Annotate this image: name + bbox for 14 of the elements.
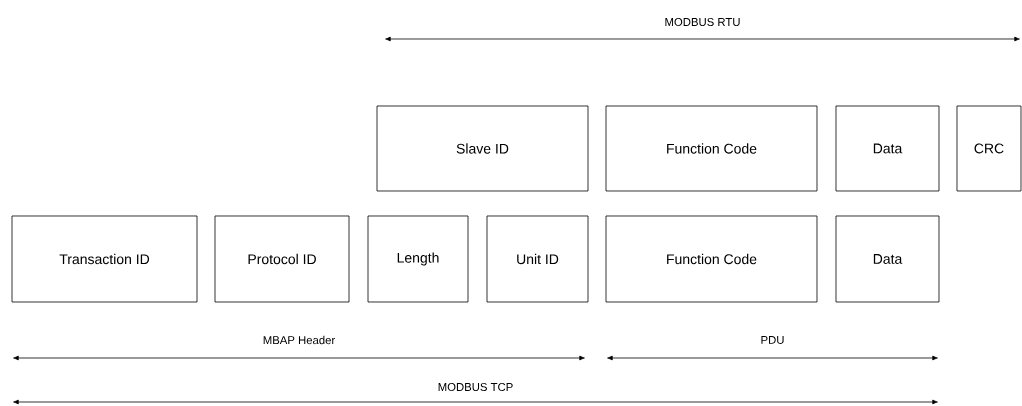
dimension-label: MODBUS RTU — [665, 18, 740, 26]
field-box: Protocol ID — [214, 215, 350, 303]
field-box: Length — [367, 215, 469, 303]
field-box: Data — [835, 215, 940, 303]
field-box: Unit ID — [486, 215, 589, 303]
field-box: CRC — [956, 105, 1022, 192]
dimension-label: MBAP Header — [263, 335, 335, 345]
field-box: Slave ID — [376, 105, 589, 192]
dimension-label: PDU — [761, 336, 784, 344]
field-box: Function Code — [605, 105, 818, 192]
dimension-label: MODBUS TCP — [438, 383, 513, 391]
field-box: Data — [835, 105, 940, 192]
field-box: Function Code — [605, 215, 818, 303]
field-box: Transaction ID — [11, 215, 198, 303]
